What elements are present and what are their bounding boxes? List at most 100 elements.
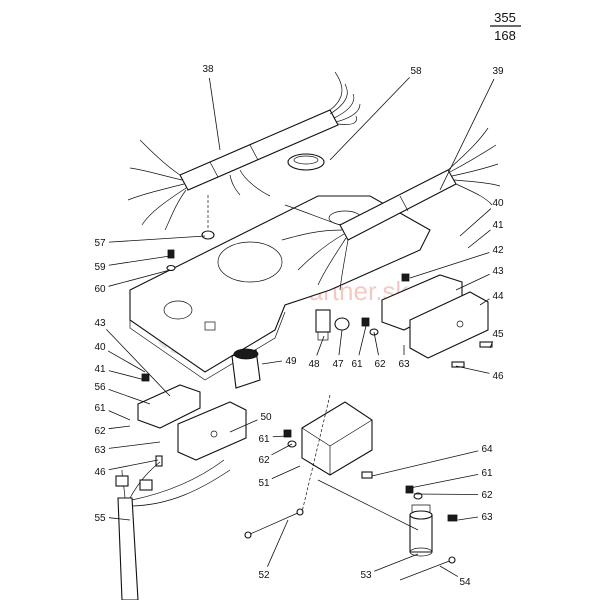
leader-line — [409, 252, 490, 279]
callout-label: 48 — [308, 359, 320, 370]
leader-line — [108, 255, 171, 266]
bracket-56-left — [137, 384, 201, 429]
leader-line — [107, 350, 146, 373]
callout-label: 41 — [492, 220, 504, 231]
relay-box-44 — [409, 291, 489, 359]
washer-60 — [166, 264, 176, 272]
callout-label: 44 — [492, 291, 504, 302]
callout-label: 40 — [94, 342, 106, 353]
leader-line — [467, 229, 491, 249]
grommet-58 — [287, 153, 325, 171]
callout-50: 50 — [229, 412, 272, 433]
callout-label: 38 — [202, 64, 214, 75]
leader-line — [409, 473, 479, 489]
fuse-46-left — [155, 455, 163, 467]
callout-40: 40 — [459, 198, 504, 237]
leader-line — [479, 298, 490, 306]
leader-line — [108, 269, 171, 287]
callout-label: 56 — [94, 382, 106, 393]
callout-44: 44 — [479, 291, 504, 306]
callout-label: 54 — [459, 577, 471, 588]
callout-label: 61 — [94, 403, 106, 414]
nut-42 — [401, 273, 410, 282]
callout-55: 55 — [94, 513, 131, 524]
mounting-plate — [129, 195, 431, 381]
leader-line — [108, 441, 161, 449]
callout-57: 57 — [94, 235, 206, 249]
callout-49: 49 — [261, 356, 297, 367]
callout-42: 42 — [409, 245, 504, 279]
callout-46: 46 — [94, 459, 159, 478]
callout-label: 63 — [398, 359, 410, 370]
callout-label: 62 — [258, 455, 270, 466]
capacitor-53 — [409, 504, 433, 557]
leader-line — [108, 459, 159, 471]
callout-label: 61 — [481, 468, 493, 479]
harness-38 — [127, 71, 361, 231]
leader-line — [108, 370, 146, 381]
callout-41: 41 — [94, 364, 146, 381]
callout-63: 63 — [94, 441, 161, 456]
leader-line — [373, 331, 379, 356]
callout-40: 40 — [94, 342, 146, 373]
nut-61-right — [405, 485, 414, 494]
callout-41: 41 — [467, 220, 504, 249]
callout-label: 62 — [94, 426, 106, 437]
callout-62: 62 — [258, 443, 293, 466]
callout-label: 63 — [481, 512, 493, 523]
callout-38: 38 — [202, 64, 221, 151]
leader-line — [108, 410, 131, 421]
leader-line — [208, 77, 221, 151]
callout-45: 45 — [489, 329, 504, 349]
screw-64 — [361, 471, 373, 479]
callout-label: 51 — [258, 478, 270, 489]
callout-46: 46 — [455, 365, 504, 382]
leader-line — [108, 235, 206, 243]
callout-label: 43 — [94, 318, 106, 329]
callout-61: 61 — [409, 468, 493, 489]
callout-label: 64 — [481, 444, 493, 455]
leader-line — [439, 565, 459, 577]
callout-label: 49 — [285, 356, 297, 367]
switch-48 — [315, 309, 331, 341]
leader-line — [267, 519, 289, 567]
callout-label: 47 — [332, 359, 344, 370]
leader-line — [457, 516, 479, 521]
leader-line — [106, 329, 171, 397]
washer-62-right — [413, 492, 423, 500]
callout-label: 41 — [94, 364, 106, 375]
callout-53: 53 — [360, 553, 419, 581]
callout-label: 46 — [94, 467, 106, 478]
harness-55 — [115, 459, 231, 600]
page-number-bottom: 168 — [494, 28, 516, 43]
callout-58: 58 — [329, 66, 422, 161]
regulator-51 — [301, 401, 373, 476]
callout-62: 62 — [373, 331, 386, 370]
callout-64: 64 — [371, 444, 493, 477]
callout-label: 61 — [351, 359, 363, 370]
callout-56: 56 — [94, 382, 151, 405]
callout-62: 62 — [413, 490, 493, 501]
callout-62: 62 — [94, 425, 131, 437]
callout-label: 59 — [94, 262, 106, 273]
callout-label: 50 — [260, 412, 272, 423]
callout-label: 62 — [374, 359, 386, 370]
leader-line — [489, 341, 494, 349]
leader-line — [272, 435, 288, 438]
leader-line — [358, 325, 367, 356]
callout-label: 58 — [410, 66, 422, 77]
callout-61: 61 — [258, 434, 288, 445]
leader-line — [271, 465, 301, 479]
callout-52: 52 — [258, 519, 289, 581]
callout-label: 52 — [258, 570, 270, 581]
assembly-guide-lines — [207, 195, 419, 531]
callout-60: 60 — [94, 269, 171, 295]
callout-48: 48 — [308, 335, 325, 370]
leader-line — [108, 517, 131, 521]
callout-label: 42 — [492, 245, 504, 256]
screw-59 — [167, 249, 175, 259]
callout-label: 39 — [492, 66, 504, 77]
callout-label: 61 — [258, 434, 270, 445]
leader-line — [455, 273, 490, 291]
